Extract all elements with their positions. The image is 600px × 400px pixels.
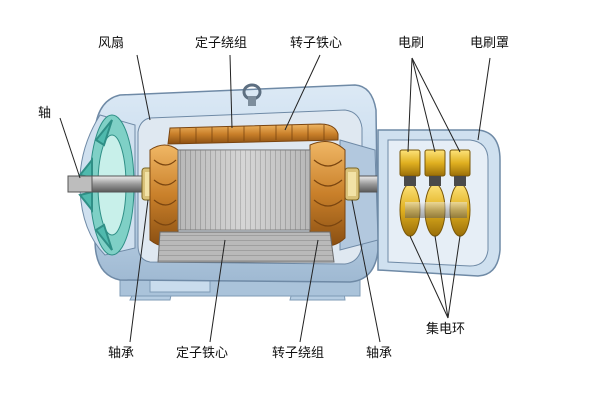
- slip-rings: [399, 183, 471, 237]
- label-bearing-left: 轴承: [108, 346, 135, 361]
- label-stator-core: 定子铁心: [176, 346, 229, 361]
- stator-winding: [167, 123, 339, 145]
- brushes: [399, 149, 471, 186]
- stator-core: [157, 231, 335, 263]
- label-stator-winding: 定子绕组: [195, 36, 248, 51]
- label-fan: 风扇: [98, 36, 125, 51]
- label-slip-ring: 集电环: [426, 322, 466, 337]
- label-brush: 电刷: [398, 36, 425, 51]
- label-rotor-core: 转子铁心: [290, 36, 343, 51]
- label-brush-cover: 电刷罩: [470, 36, 510, 51]
- rotor-core: [177, 149, 311, 231]
- lifting-eye: [242, 83, 262, 106]
- leader-lines: [59, 54, 491, 343]
- label-bearing-right: 轴承: [366, 346, 393, 361]
- bearing-right: [344, 167, 360, 201]
- end-windings: [149, 140, 346, 247]
- label-shaft: 轴: [38, 106, 52, 121]
- label-rotor-winding: 转子绕组: [272, 346, 325, 361]
